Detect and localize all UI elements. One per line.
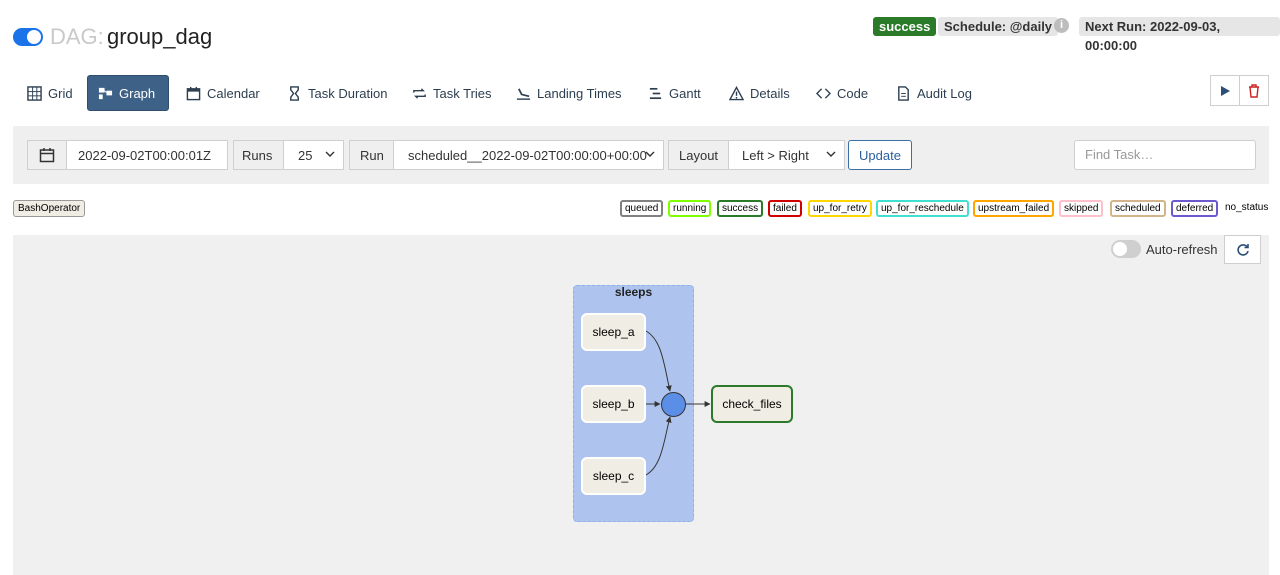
status-legend-upstream-failed[interactable]: upstream_failed — [973, 200, 1055, 217]
trash-icon — [1249, 83, 1259, 98]
landing-icon — [516, 87, 531, 100]
calendar-icon — [39, 148, 55, 163]
runs-label: Runs — [233, 140, 284, 170]
tab-code[interactable]: Code — [806, 75, 878, 111]
status-legend-scheduled[interactable]: scheduled — [1110, 200, 1166, 217]
gantt-icon — [649, 87, 662, 99]
run-select[interactable]: scheduled__2022-09-02T00:00:00+00:00 — [393, 140, 664, 170]
tab-label: Audit Log — [917, 85, 972, 101]
layout-value: Left > Right — [742, 147, 809, 163]
runs-select[interactable]: 25 — [283, 140, 344, 170]
task-node-sleep-a[interactable]: sleep_a — [581, 313, 646, 351]
status-legend-skipped[interactable]: skipped — [1059, 200, 1104, 217]
info-icon[interactable]: i — [1054, 18, 1069, 33]
calendar-icon — [186, 86, 201, 100]
status-legend-success[interactable]: success — [717, 200, 764, 217]
schedule-badge: Schedule: @daily — [938, 17, 1059, 36]
runs-value: 25 — [298, 147, 313, 163]
page-title: group_dag — [107, 24, 213, 49]
tab-audit-log[interactable]: Audit Log — [886, 75, 982, 111]
status-legend-failed[interactable]: failed — [768, 200, 802, 217]
tab-label: Task Tries — [433, 85, 492, 101]
delete-dag-button[interactable] — [1239, 75, 1269, 106]
tab-label: Grid — [48, 85, 73, 101]
auto-refresh-label: Auto-refresh — [1146, 242, 1218, 257]
task-node-sleep-b[interactable]: sleep_b — [581, 385, 646, 423]
group-join-node[interactable] — [661, 392, 686, 417]
graph-icon — [98, 87, 113, 99]
tab-label: Task Duration — [308, 85, 388, 101]
status-legend-running[interactable]: running — [668, 200, 712, 217]
hourglass-icon — [290, 85, 299, 101]
status-legend-deferred[interactable]: deferred — [1171, 200, 1219, 217]
date-picker-button[interactable] — [27, 140, 67, 170]
tab-grid[interactable]: Grid — [17, 75, 83, 111]
play-icon — [1221, 85, 1230, 96]
task-group-label: sleeps — [614, 285, 653, 299]
dag-pause-toggle[interactable] — [13, 28, 43, 46]
grid-icon — [27, 85, 42, 101]
status-legend-queued[interactable]: queued — [620, 200, 664, 217]
task-node-check-files[interactable]: check_files — [711, 385, 793, 423]
tab-label: Gantt — [669, 85, 701, 101]
run-label: Run — [349, 140, 394, 170]
tab-calendar[interactable]: Calendar — [176, 75, 270, 111]
tab-label: Graph — [119, 85, 156, 101]
dag-prefix-label: DAG: — [50, 24, 104, 49]
tab-landing-times[interactable]: Landing Times — [506, 75, 632, 111]
next-run-badge: Next Run: 2022-09-03, 00:00:00 — [1079, 17, 1280, 53]
status-legend-up-for-reschedule[interactable]: up_for_reschedule — [876, 200, 969, 217]
status-badge: success — [873, 17, 937, 36]
toggle-knob — [1113, 242, 1127, 256]
task-node-sleep-c[interactable]: sleep_c — [581, 457, 646, 495]
refresh-icon — [1236, 243, 1249, 256]
status-legend-up-for-retry[interactable]: up_for_retry — [808, 200, 872, 217]
repeat-icon — [413, 87, 426, 99]
chevron-down-icon — [325, 151, 335, 157]
tab-label: Calendar — [207, 85, 260, 101]
layout-label: Layout — [668, 140, 729, 170]
layout-select[interactable]: Left > Right — [728, 140, 845, 170]
tab-label: Code — [837, 85, 869, 101]
file-icon — [898, 85, 909, 101]
tab-graph[interactable]: Graph — [87, 75, 169, 111]
update-button[interactable]: Update — [848, 140, 912, 170]
warning-icon — [729, 85, 744, 100]
tab-label: Details — [750, 85, 790, 101]
tab-task-tries[interactable]: Task Tries — [402, 75, 502, 111]
trigger-dag-button[interactable] — [1210, 75, 1240, 106]
toggle-knob — [27, 30, 41, 44]
tab-details[interactable]: Details — [719, 75, 800, 111]
base-date-input[interactable]: 2022-09-02T00:00:01Z — [66, 140, 228, 170]
status-legend-no-status[interactable]: no_status — [1225, 202, 1269, 213]
tab-task-duration[interactable]: Task Duration — [277, 75, 397, 111]
find-task-input[interactable]: Find Task… — [1074, 140, 1256, 170]
run-value: scheduled__2022-09-02T00:00:00+00:00 — [408, 147, 647, 163]
refresh-button[interactable] — [1224, 235, 1261, 264]
tab-gantt[interactable]: Gantt — [638, 75, 711, 111]
tab-label: Landing Times — [537, 85, 622, 101]
auto-refresh-toggle[interactable] — [1111, 240, 1141, 258]
code-icon — [816, 87, 831, 99]
operator-legend-bashoperator[interactable]: BashOperator — [13, 200, 86, 217]
chevron-down-icon — [826, 151, 836, 157]
chevron-down-icon — [645, 151, 655, 157]
